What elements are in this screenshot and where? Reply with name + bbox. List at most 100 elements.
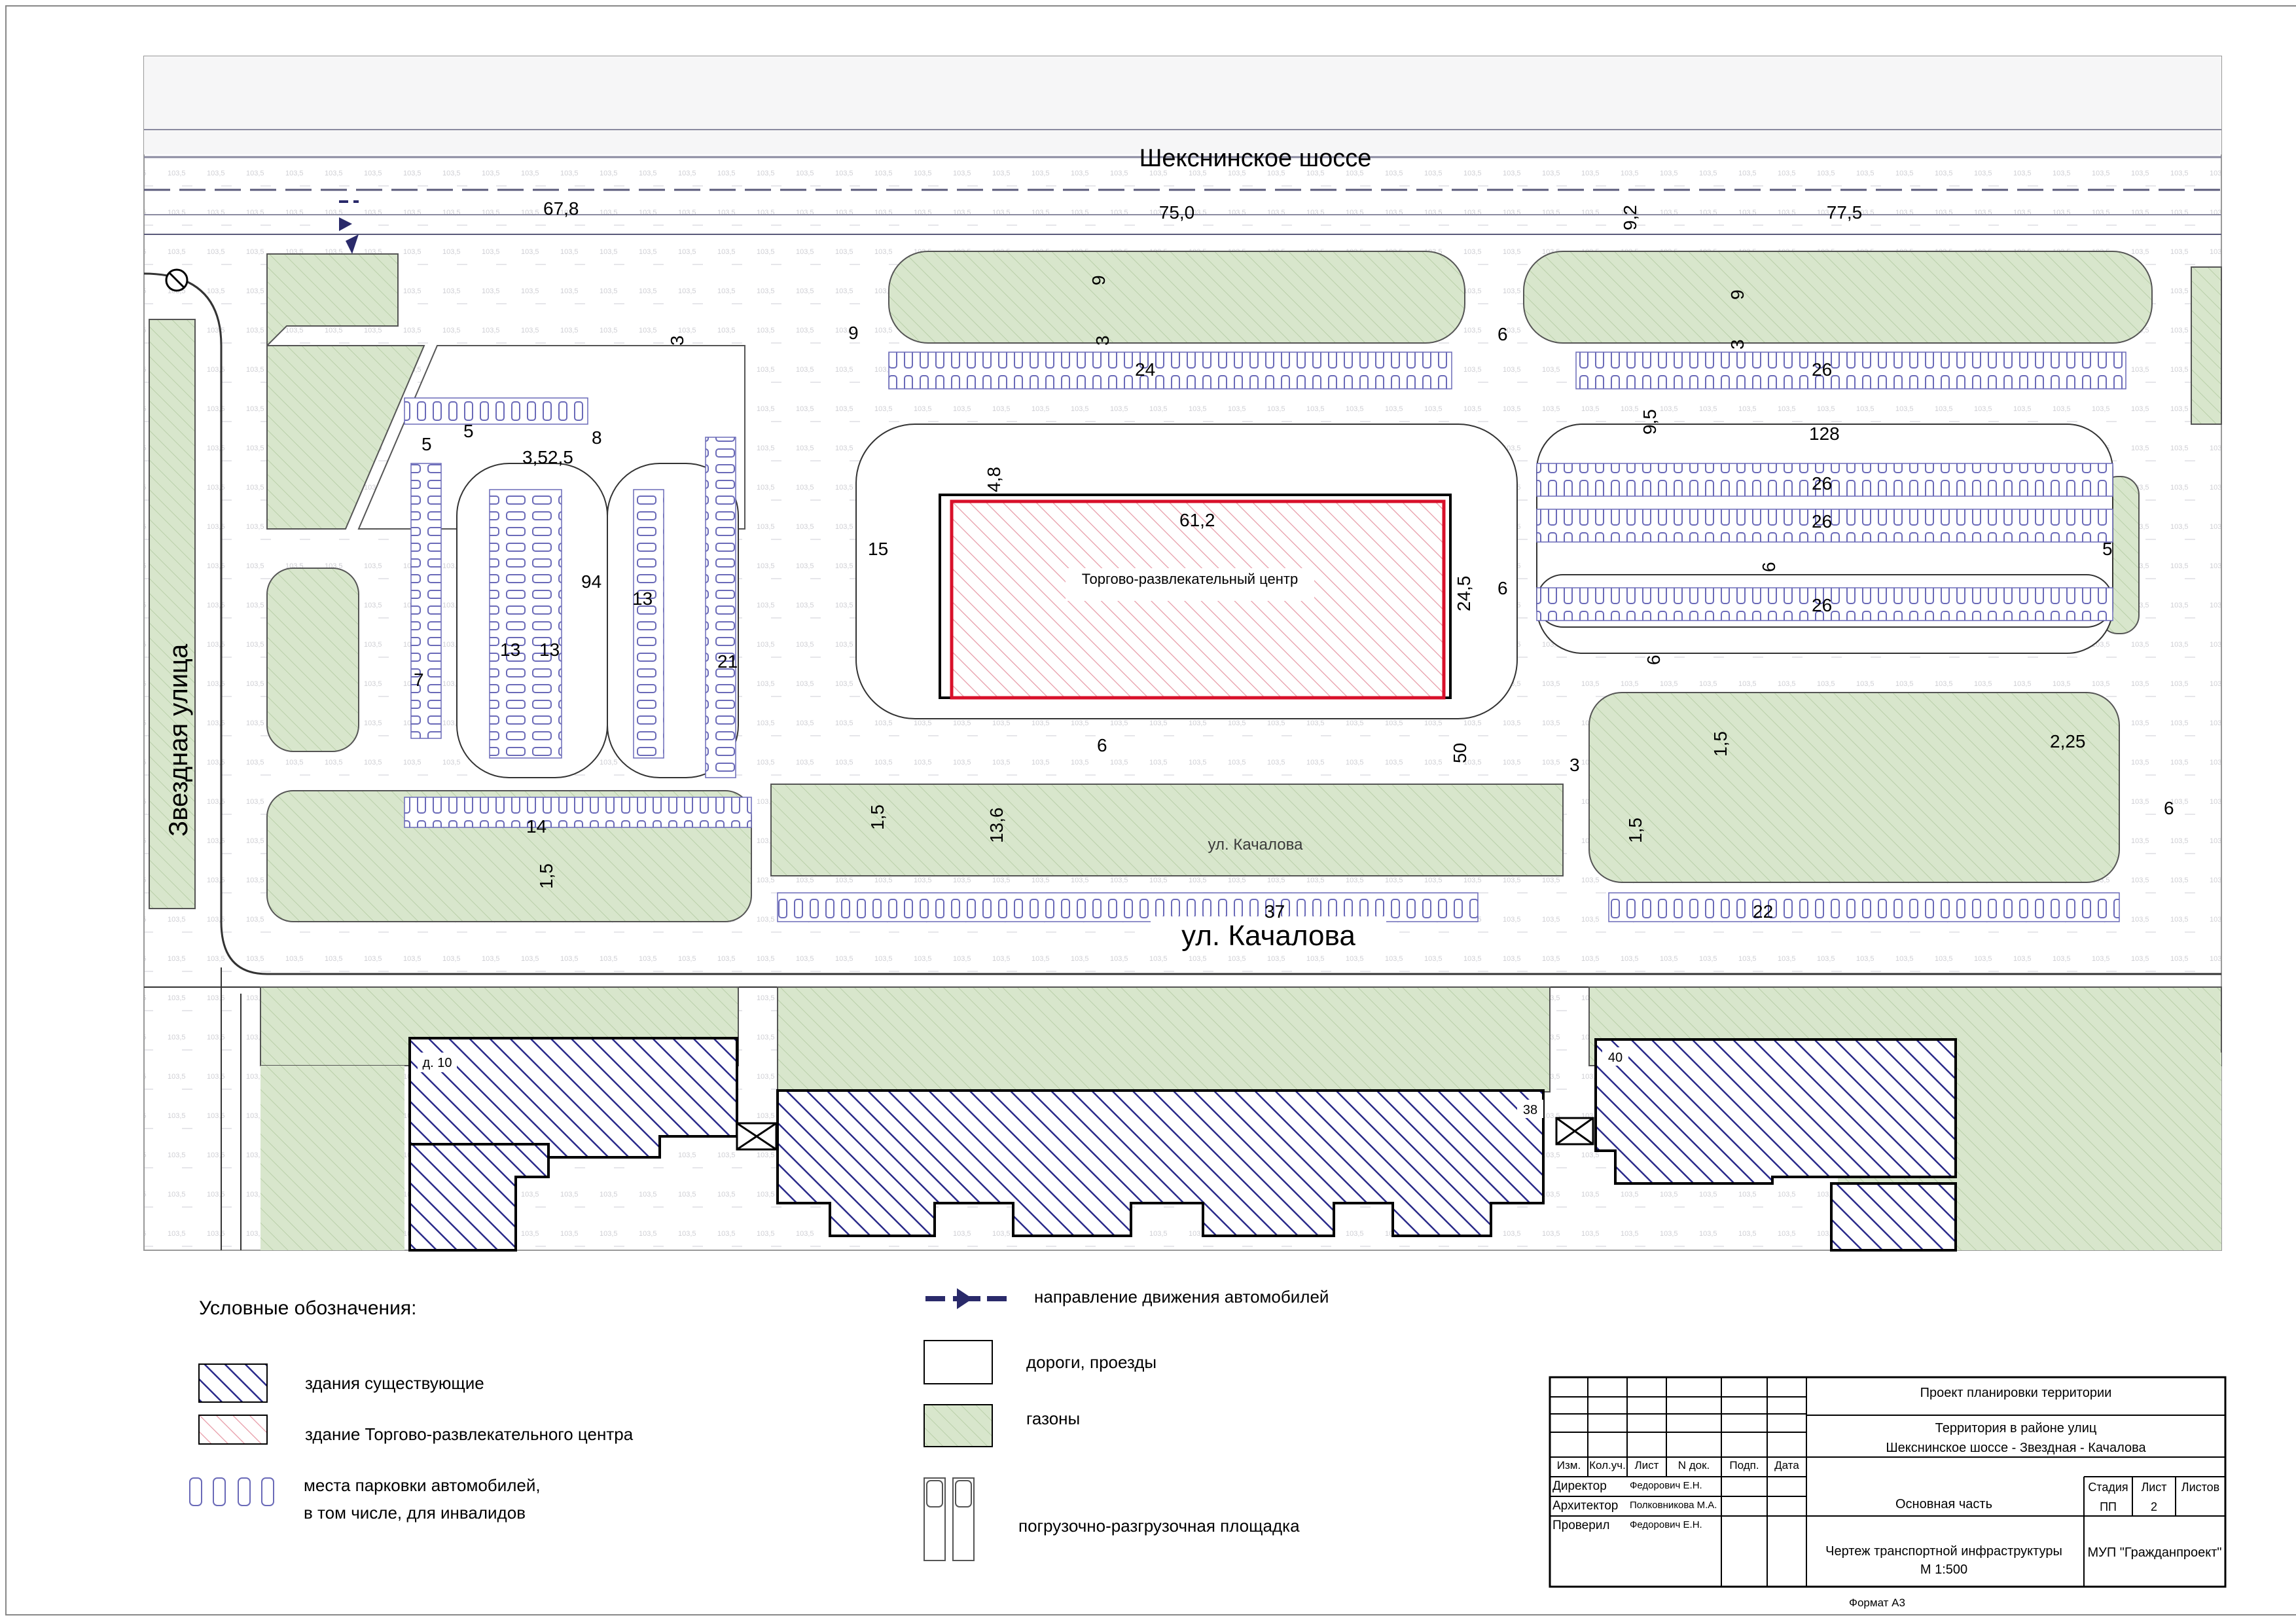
site-plan-sheet: 103,5 [5,5,2296,1615]
dimension: 6 [1097,735,1107,755]
dimension: 3,52,5 [522,447,573,467]
dimension: 24,5 [1454,576,1474,612]
legend-swatch-tc [198,1415,268,1445]
dimension: 21 [717,651,738,672]
dimension: 15 [868,539,888,559]
stamp-name: Федорович Е.Н. [1630,1480,1702,1491]
legend-parking-2: в том числе, для инвалидов [304,1503,526,1523]
stamp-sheet-label: Лист [2141,1481,2166,1494]
dimension: 26 [1812,595,1832,615]
dimension: 26 [1812,359,1832,380]
dimension: 24 [1135,359,1155,380]
dimension: 6 [1498,578,1508,598]
dimension: 61,2 [1179,510,1215,530]
dimension: 6 [1643,655,1664,665]
legend-tc: здание Торгово-развлекательного центра [305,1424,634,1444]
legend-parking-1: места парковки автомобилей, [304,1475,541,1495]
house-label: 38 [1523,1103,1537,1117]
dimension: 1,5 [867,804,888,830]
dimension: 26 [1812,511,1832,532]
legend-swatch-existing [198,1363,268,1403]
stamp-header: Кол.уч. [1589,1459,1626,1471]
map-area: Торгово-развлекательный центр д. 10 38 4… [143,56,2222,1252]
dimension: 13 [500,640,520,660]
dimension: 77,5 [1827,202,1863,223]
stamp-org: МУП "Гражданпроект" [2088,1545,2222,1560]
stamp-project: Проект планировки территории [1920,1386,2112,1400]
dimension: 75,0 [1159,202,1195,223]
dimension: 128 [1809,424,1840,444]
dimension: 3 [1092,335,1113,346]
stamp-drawing-1: Чертеж транспортной инфраструктуры [1825,1544,2062,1559]
legend-swatch-loading [924,1477,975,1561]
dimension: 1,5 [536,863,556,889]
street-label-west: Звездная улица [164,643,193,837]
legend-roads: дороги, проезды [1026,1352,1157,1372]
stamp-drawing-2: М 1:500 [1920,1562,1967,1577]
house-label: 40 [1608,1051,1623,1065]
legend-title: Условные обозначения: [199,1297,416,1319]
legend-swatch-parking [189,1477,274,1506]
stamp-section: Основная часть [1895,1497,1992,1511]
stamp-stage: ПП [2100,1500,2117,1513]
stamp-role: Архитектор [1552,1499,1618,1513]
street-label-north: Шекснинское шоссе [1139,145,1372,172]
dimension: 13 [632,588,653,609]
dimension: 2,25 [2050,731,2086,751]
dimension: 5 [422,434,432,454]
legend-direction: направление движения автомобилей [1034,1287,1329,1307]
house-label: д. 10 [422,1056,452,1070]
stamp-header: Лист [1635,1459,1659,1471]
dimension: 13,6 [986,808,1007,844]
legend-swatch-lawns [924,1404,993,1447]
dimension: 9 [1727,289,1748,300]
dimension: 3 [1570,755,1580,775]
dimension: 94 [581,571,601,592]
dimension: 9 [848,323,859,343]
legend-swatch-roads [924,1340,993,1384]
dimension: 6 [2164,798,2174,818]
legend-existing: здания существующие [305,1373,484,1393]
dimension: 3 [667,335,687,346]
dimension: 5 [2102,539,2113,559]
dimension: 5 [463,421,474,441]
stamp-name: Полковникова М.А. [1630,1500,1717,1511]
lawn [1523,251,2153,344]
stamp-name: Федорович Е.Н. [1630,1519,1702,1530]
dimension: 26 [1812,473,1832,494]
tc-label: Торгово-развлекательный центр [1082,571,1298,587]
stamp-format: Формат А3 [1849,1597,1905,1609]
dimension: 7 [414,670,424,690]
dimension: 22 [1753,901,1773,922]
dimension-labels: 67,8 75,0 77,5 9,2 9 9 9 3 3 3 3 24 26 2… [414,198,2174,922]
dimension: 1,5 [1625,818,1645,843]
stamp-sheet: 2 [2151,1500,2157,1513]
tc-building[interactable] [950,499,1446,700]
dimension: 4,8 [984,467,1004,492]
street-label-south: ул. Качалова [1181,920,1355,952]
legend-lawns: газоны [1026,1409,1080,1428]
stamp-role: Проверил [1552,1519,1610,1532]
drawing-sheet: { "map": { "streets": { "north": "Шексни… [5,5,2296,1619]
stamp-sheets-label: Листов [2181,1481,2219,1494]
dimension: 8 [592,427,602,448]
dimension: 9,2 [1620,205,1640,230]
dimension: 6 [1498,324,1508,344]
legend-loading: погрузочно-разгрузочная площадка [1018,1516,1300,1536]
stamp-header: Подп. [1729,1459,1759,1471]
street-label-south-small: ул. Качалова [1208,836,1304,854]
direction-arrows [339,200,359,254]
dimension: 13 [539,640,560,660]
dimension: 1,5 [1710,731,1731,757]
stamp-header: Дата [1774,1459,1799,1471]
dimension: 9 [1088,275,1109,285]
dimension: 9,5 [1640,409,1660,435]
legend-swatch-direction [925,1288,1007,1309]
stamp-header: Изм. [1557,1459,1581,1471]
lawn [888,251,1465,344]
stamp-stage-label: Стадия [2088,1481,2128,1494]
dimension: 37 [1265,901,1285,922]
stamp-territory-1: Территория в районе улиц [1935,1421,2097,1435]
title-block: Проект планировки территории Территория … [1549,1376,2227,1609]
stamp-role: Директор [1552,1479,1607,1493]
